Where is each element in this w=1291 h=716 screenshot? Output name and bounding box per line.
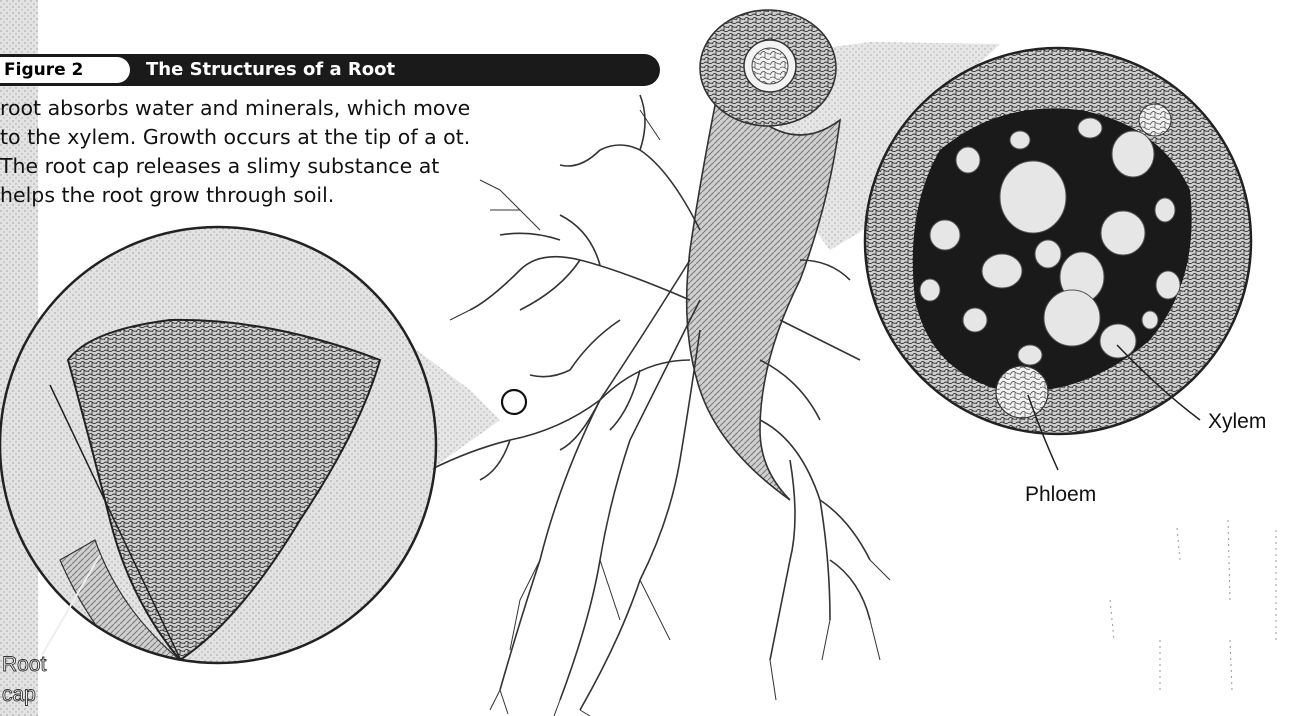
label-root-cap-line1: Root (2, 650, 64, 680)
label-xylem: Xylem (1208, 410, 1266, 434)
label-root-cap-line2: cap (2, 680, 64, 710)
cross-section-magnified (865, 48, 1251, 470)
root-tip-magnified (0, 227, 436, 692)
figure-title: The Structures of a Root (146, 54, 395, 86)
label-phloem: Phloem (1025, 483, 1096, 507)
phloem-cluster (996, 366, 1048, 418)
phloem-cluster-upper (1139, 104, 1171, 136)
scan-noise (1110, 520, 1276, 690)
label-root-cap: Root cap (2, 650, 64, 710)
figure-banner: Figure 2 The Structures of a Root (0, 54, 660, 86)
tip-location-marker (502, 390, 526, 414)
figure-caption: root absorbs water and minerals, which m… (0, 94, 480, 210)
figure-number: Figure 2 (0, 57, 130, 83)
main-root-body (687, 80, 840, 500)
